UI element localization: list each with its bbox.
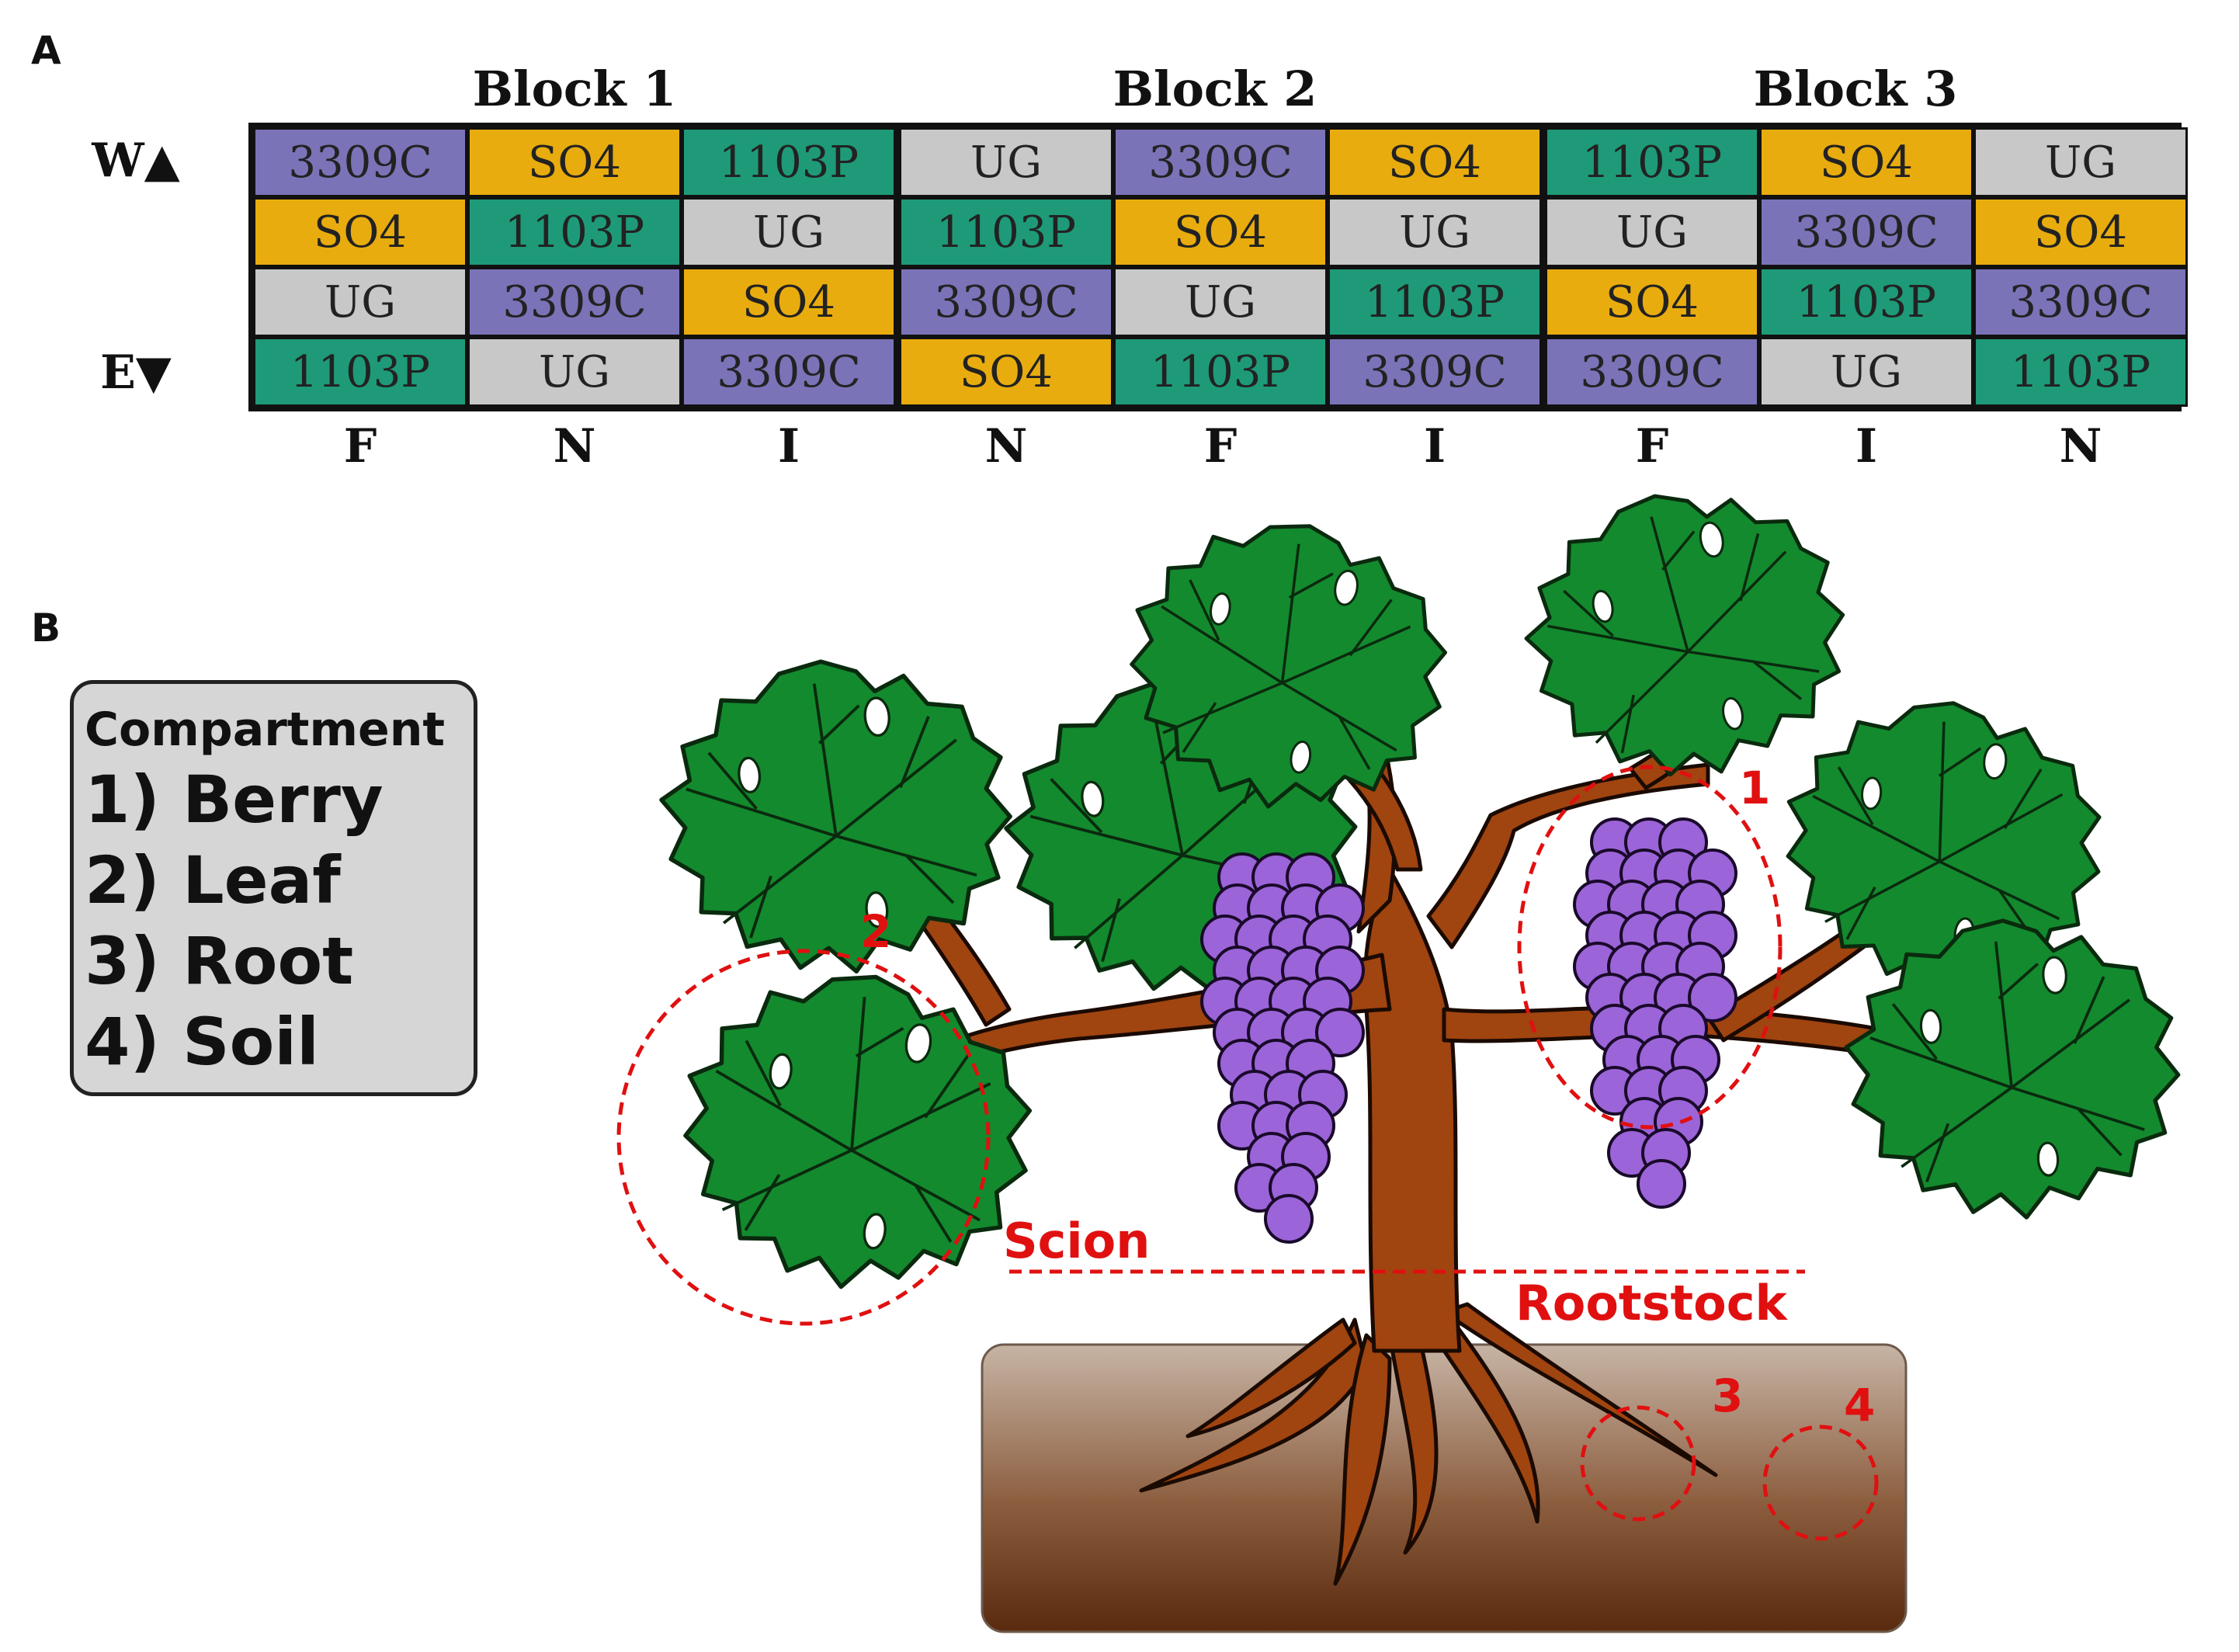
plot-cell-r2-c5: SO4 — [1113, 197, 1328, 267]
plot-cell-r4-c1: 1103P — [253, 337, 467, 407]
plot-cell-r4-c7: 3309C — [1545, 337, 1759, 407]
plot-cell-r3-c8: 1103P — [1759, 267, 1973, 337]
grape-berry — [1264, 1194, 1314, 1244]
grape-berry — [1637, 1159, 1686, 1209]
marker-3: 3 — [1712, 1369, 1743, 1422]
column-label-8: I — [1855, 419, 1878, 474]
block-3-title: Block 3 — [1753, 61, 1958, 117]
plot-cell-r4-c6: 3309C — [1328, 337, 1542, 407]
plot-cell-r3-c7: SO4 — [1545, 267, 1759, 337]
soil-sample-circle — [1762, 1425, 1879, 1541]
legend-title: Compartment — [85, 703, 446, 757]
grape-clusters — [1200, 817, 1737, 1244]
plot-cell-r2-c2: 1103P — [467, 197, 682, 267]
plot-cell-r3-c4: 3309C — [899, 267, 1113, 337]
block-2-title: Block 2 — [1113, 61, 1317, 117]
plot-cell-r2-c4: 1103P — [899, 197, 1113, 267]
plot-cell-r3-c5: UG — [1113, 267, 1328, 337]
column-label-9: N — [2059, 419, 2102, 474]
east-direction-label: E▼ — [100, 345, 172, 400]
berry-sample-circle — [1517, 765, 1783, 1130]
panel-b-letter: B — [31, 606, 61, 651]
column-label-4: N — [984, 419, 1028, 474]
marker-1: 1 — [1739, 762, 1770, 814]
scion-label: Scion — [1003, 1213, 1150, 1269]
compartment-legend: Compartment 1) Berry 2) Leaf 3) Root 4) … — [70, 680, 477, 1096]
plot-cell-r4-c8: UG — [1759, 337, 1973, 407]
plot-cell-r2-c7: UG — [1545, 197, 1759, 267]
compartment-annotations — [616, 765, 1879, 1541]
plot-cell-r3-c1: UG — [253, 267, 467, 337]
west-direction-label: W▲ — [92, 134, 180, 188]
plot-cell-r3-c9: 3309C — [1973, 267, 2188, 337]
legend-item-berry: 1) Berry — [85, 762, 384, 838]
panel-a-letter: A — [31, 28, 61, 73]
plot-cell-r1-c2: SO4 — [467, 127, 682, 197]
column-label-6: I — [1423, 419, 1446, 474]
plot-cell-r1-c3: 1103P — [682, 127, 896, 197]
plot-cell-r4-c9: 1103P — [1973, 337, 2188, 407]
plot-cell-r2-c3: UG — [682, 197, 896, 267]
leaf-sample-circle — [616, 949, 991, 1326]
grape-cluster-right — [1573, 817, 1737, 1209]
marker-4: 4 — [1844, 1379, 1875, 1432]
grape-berry — [1315, 1008, 1365, 1057]
plot-cell-r2-c9: SO4 — [1973, 197, 2188, 267]
legend-item-leaf: 2) Leaf — [85, 842, 341, 918]
plot-cell-r2-c8: 3309C — [1759, 197, 1973, 267]
plot-cell-r1-c9: UG — [1973, 127, 2188, 197]
plot-cell-r1-c7: 1103P — [1545, 127, 1759, 197]
column-label-7: F — [1635, 419, 1669, 474]
plot-cell-r2-c6: UG — [1328, 197, 1542, 267]
soil-area — [981, 1343, 1907, 1633]
legend-item-root: 3) Root — [85, 923, 354, 999]
plot-cell-r3-c2: 3309C — [467, 267, 682, 337]
rootstock-label: Rootstock — [1515, 1275, 1788, 1331]
grape-cluster-left — [1200, 852, 1365, 1244]
legend-item-soil: 4) Soil — [85, 1004, 319, 1080]
roots — [1139, 1302, 1718, 1586]
marker-2: 2 — [860, 905, 891, 958]
grape-berry — [1688, 973, 1737, 1022]
block-1-title: Block 1 — [472, 61, 677, 117]
plot-cell-r1-c6: SO4 — [1328, 127, 1542, 197]
plot-cell-r1-c4: UG — [899, 127, 1113, 197]
plot-cell-r3-c6: 1103P — [1328, 267, 1542, 337]
plot-cell-r4-c4: SO4 — [899, 337, 1113, 407]
plot-cell-r4-c5: 1103P — [1113, 337, 1328, 407]
plot-cell-r1-c1: 3309C — [253, 127, 467, 197]
plot-cell-r2-c1: SO4 — [253, 197, 467, 267]
column-label-1: F — [343, 419, 377, 474]
column-label-5: F — [1203, 419, 1238, 474]
root-sample-circle — [1580, 1405, 1696, 1522]
plot-cell-r1-c5: 3309C — [1113, 127, 1328, 197]
column-label-2: N — [553, 419, 596, 474]
column-label-3: I — [777, 419, 800, 474]
plot-cell-r1-c8: SO4 — [1759, 127, 1973, 197]
plot-cell-r4-c2: UG — [467, 337, 682, 407]
plot-cell-r4-c3: 3309C — [682, 337, 896, 407]
plot-cell-r3-c3: SO4 — [682, 267, 896, 337]
